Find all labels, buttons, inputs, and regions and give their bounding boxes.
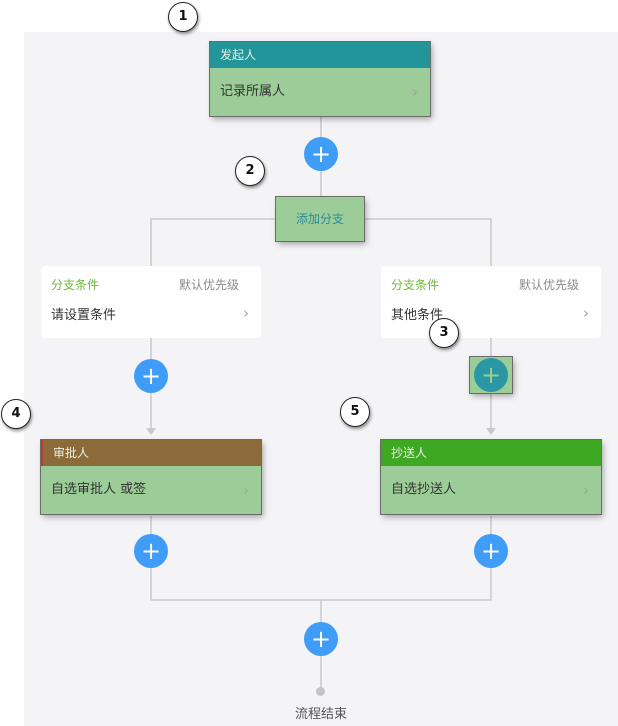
approver-node-title: 审批人 bbox=[53, 446, 90, 460]
condition-priority: 默认优先级 bbox=[518, 278, 579, 292]
add-branch-label: 添加分支 bbox=[295, 212, 344, 226]
cc-node[interactable]: 抄送人 自选抄送人 › bbox=[381, 440, 601, 514]
marker-2: 2 bbox=[235, 156, 265, 186]
add-node-button[interactable]: + bbox=[134, 359, 168, 393]
condition-text: 其他条件 bbox=[391, 308, 444, 323]
plus-icon: + bbox=[310, 140, 332, 168]
chevron-right-icon: › bbox=[243, 481, 249, 499]
arrow-down-icon bbox=[486, 428, 496, 435]
branch-bottom-connector bbox=[150, 516, 492, 601]
marker-5: 5 bbox=[340, 397, 370, 427]
plus-icon: + bbox=[140, 537, 162, 565]
cc-node-content: 自选抄送人 bbox=[391, 482, 457, 497]
add-branch-button[interactable]: 添加分支 bbox=[276, 197, 364, 241]
cc-node-title: 抄送人 bbox=[391, 446, 428, 460]
initiator-node-header: 发起人 bbox=[210, 42, 430, 68]
initiator-node[interactable]: 发起人 记录所属人 › bbox=[210, 42, 430, 116]
add-node-button[interactable]: + bbox=[304, 137, 338, 171]
initiator-node-body: 记录所属人 › bbox=[210, 68, 430, 116]
marker-1: 1 bbox=[168, 2, 198, 32]
plus-icon: + bbox=[480, 537, 502, 565]
end-label: 流程结束 bbox=[294, 707, 347, 722]
condition-priority: 默认优先级 bbox=[178, 278, 239, 292]
initiator-node-content: 记录所属人 bbox=[220, 84, 286, 99]
add-node-button[interactable]: + bbox=[474, 534, 508, 568]
branch-condition-1[interactable]: 分支条件 默认优先级 请设置条件 › bbox=[41, 266, 261, 338]
arrow-down-icon bbox=[146, 428, 156, 435]
add-node-button[interactable]: + bbox=[134, 534, 168, 568]
plus-icon: + bbox=[310, 625, 332, 653]
condition-title: 分支条件 bbox=[391, 278, 440, 292]
marker-3: 3 bbox=[429, 318, 459, 348]
approver-node[interactable]: 审批人 自选审批人 或签 › bbox=[41, 440, 261, 514]
plus-icon: + bbox=[140, 362, 162, 390]
add-node-button[interactable]: + bbox=[304, 622, 338, 656]
condition-text: 请设置条件 bbox=[51, 308, 117, 323]
chevron-right-icon: › bbox=[412, 83, 418, 101]
branch-condition-2[interactable]: 分支条件 默认优先级 其他条件 › bbox=[381, 266, 601, 338]
cc-node-header: 抄送人 bbox=[381, 440, 601, 466]
add-node-button[interactable]: + bbox=[474, 358, 508, 392]
chevron-right-icon: › bbox=[583, 481, 589, 499]
condition-title: 分支条件 bbox=[51, 278, 100, 292]
marker-4: 4 bbox=[1, 399, 31, 429]
chevron-right-icon: › bbox=[243, 304, 249, 322]
plus-icon: + bbox=[480, 361, 502, 389]
approver-node-body: 自选审批人 或签 › bbox=[41, 466, 261, 514]
cc-node-body: 自选抄送人 › bbox=[381, 466, 601, 514]
approver-node-content: 自选审批人 或签 bbox=[51, 482, 147, 497]
end-dot bbox=[316, 687, 325, 696]
initiator-node-title: 发起人 bbox=[220, 48, 257, 62]
add-node-button-highlight[interactable]: + bbox=[470, 357, 512, 393]
chevron-right-icon: › bbox=[583, 304, 589, 322]
approver-node-header: 审批人 bbox=[41, 440, 261, 466]
